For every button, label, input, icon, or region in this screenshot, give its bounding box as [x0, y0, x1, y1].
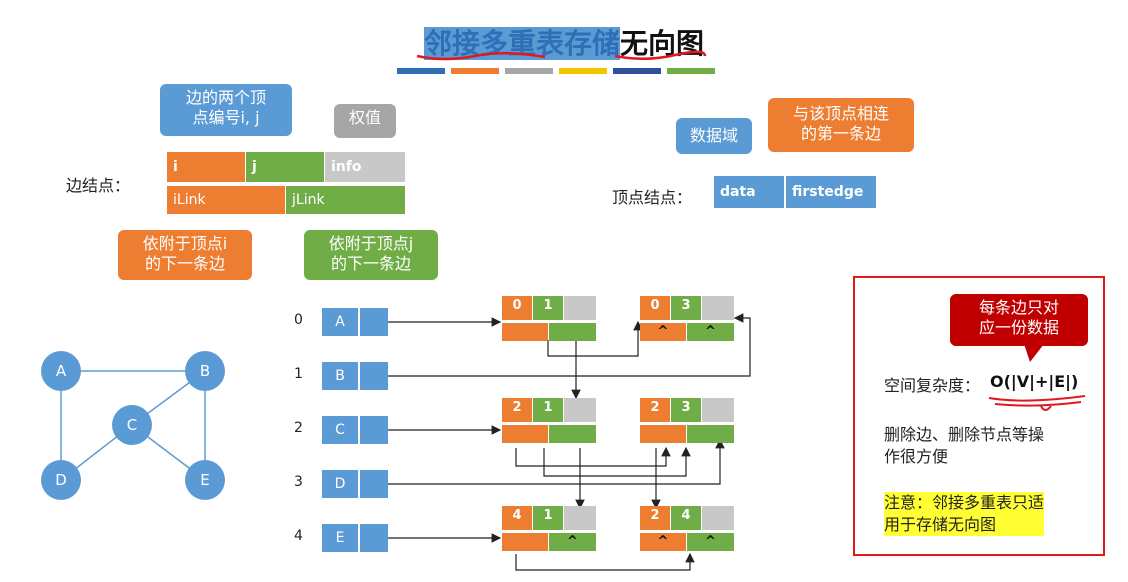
- edge-node-ilink: [640, 425, 686, 443]
- link-e41-ilink: [515, 552, 695, 571]
- callout-jlink: 依附于顶点j 的下一条边: [304, 230, 438, 280]
- edge-node-i: 0: [502, 296, 532, 320]
- edge-node-j: 1: [533, 506, 563, 530]
- edge-node-info: [564, 506, 596, 530]
- vertex-index: 0: [294, 312, 303, 328]
- callout-ilink: 依附于顶点i 的下一条边: [118, 230, 252, 280]
- notes-box: [853, 276, 1105, 556]
- graph-node-label: C: [127, 416, 137, 434]
- edge-node-ilink: [502, 323, 548, 341]
- callout-ij: 边的两个顶 点编号i, j: [160, 84, 292, 136]
- vertex-index: 1: [294, 366, 303, 382]
- edge-node-info: [702, 506, 734, 530]
- edge-node-i: 2: [502, 398, 532, 422]
- edge-node-i: 2: [640, 398, 670, 422]
- edge-node-info: [564, 398, 596, 422]
- graph-node-label: D: [55, 471, 67, 489]
- edge-node-jlink: [549, 425, 596, 443]
- edge-node-ilink: [502, 533, 548, 551]
- field-j: j: [246, 152, 324, 182]
- edge-node-info: [702, 296, 734, 320]
- graph-node-E: [185, 460, 225, 500]
- vertex-data-cell: A: [322, 308, 358, 336]
- callout-firstedge: 与该顶点相连 的第一条边: [768, 98, 914, 152]
- edge-node-label: 边结点：: [66, 176, 131, 195]
- vertex-firstedge-cell: [360, 308, 388, 336]
- graph-nodes: A B C D E: [41, 351, 225, 500]
- edge-node-ilink: ^: [640, 533, 686, 551]
- title-underline: [416, 50, 707, 61]
- title-stripe: [559, 68, 607, 74]
- graph-node-label: A: [56, 362, 67, 380]
- title-stripe: [505, 68, 553, 74]
- graph-node-A: [41, 351, 81, 391]
- vertex-index: 2: [294, 420, 303, 436]
- space-label: 空间复杂度：: [884, 376, 981, 395]
- vertex-firstedge-cell: [360, 416, 388, 444]
- edge-node-info: [702, 398, 734, 422]
- title-part1: 邻接多重表存储: [423, 27, 620, 60]
- edge-node-i: 4: [502, 506, 532, 530]
- page-title: 邻接多重表存储无向图: [0, 22, 1128, 62]
- graph-node-label: B: [200, 362, 210, 380]
- space-underline: [988, 395, 1086, 411]
- ops-note: 删除边、删除节点等操 作很方便: [884, 425, 1045, 466]
- edge-node-j: 1: [533, 296, 563, 320]
- edge-node-i: 0: [640, 296, 670, 320]
- edge-node-j: 3: [671, 296, 701, 320]
- vertex-firstedge-cell: [360, 362, 388, 390]
- warning-note: 注意：邻接多重表只适 用于存储无向图: [884, 492, 1045, 536]
- title-stripe: [397, 68, 445, 74]
- graph-diagram: A B C D E: [41, 351, 225, 500]
- vertex-index: 4: [294, 528, 303, 544]
- field-firstedge: firstedge: [786, 176, 876, 208]
- title-stripe: [451, 68, 499, 74]
- title-stripe: [667, 68, 715, 74]
- callout-one-copy: 每条边只对 应一份数据: [950, 294, 1088, 346]
- firstedge-arrow-b: [374, 313, 751, 377]
- edge-node-i: 2: [640, 506, 670, 530]
- edge-node-jlink: [687, 425, 734, 443]
- vertex-data-cell: D: [322, 470, 358, 498]
- space-value: O(|V|+|E|): [990, 372, 1079, 391]
- field-i: i: [167, 152, 245, 182]
- firstedge-arrow-d: [374, 438, 725, 485]
- field-jlink: jLink: [286, 186, 405, 214]
- edge-node-jlink: [549, 323, 596, 341]
- vertex-index: 3: [294, 474, 303, 490]
- callout-pointer: [1024, 344, 1044, 362]
- field-info: info: [325, 152, 405, 182]
- vertex-node-label: 顶点结点：: [612, 188, 693, 207]
- callout-weight: 权值: [334, 104, 396, 138]
- field-ilink: iLink: [167, 186, 285, 214]
- edge-node-j: 4: [671, 506, 701, 530]
- link-e23-jlink-loop: [543, 446, 691, 477]
- edge-node-jlink: ^: [549, 533, 596, 551]
- edge-node-jlink: ^: [687, 533, 734, 551]
- vertex-data-cell: C: [322, 416, 358, 444]
- edge-node-ilink: ^: [640, 323, 686, 341]
- callout-data: 数据域: [676, 118, 752, 154]
- vertex-firstedge-cell: [360, 470, 388, 498]
- edge-node-j: 3: [671, 398, 701, 422]
- edge-node-j: 1: [533, 398, 563, 422]
- vertex-data-cell: B: [322, 362, 358, 390]
- title-stripe: [613, 68, 661, 74]
- vertex-data-cell: E: [322, 524, 358, 552]
- graph-node-B: [185, 351, 225, 391]
- vertex-firstedge-cell: [360, 524, 388, 552]
- graph-node-C: [112, 405, 152, 445]
- link-e01-ilink: [547, 320, 643, 357]
- edge-node-jlink: ^: [687, 323, 734, 341]
- graph-node-D: [41, 460, 81, 500]
- link-e21-ilink: [515, 446, 671, 467]
- title-part2: 无向图: [620, 27, 705, 60]
- graph-node-label: E: [200, 471, 209, 489]
- field-data: data: [714, 176, 784, 208]
- edge-node-ilink: [502, 425, 548, 443]
- edge-node-info: [564, 296, 596, 320]
